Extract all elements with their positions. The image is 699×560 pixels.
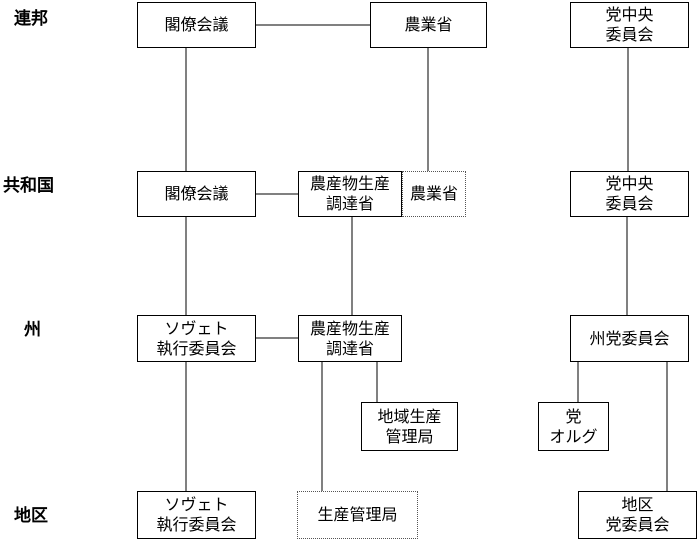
box-line: 党中央 — [605, 174, 654, 193]
district-production-management-bureau-box: 生産管理局 — [297, 491, 418, 539]
federal-party-central-committee-box: 党中央 委員会 — [570, 2, 689, 48]
federal-ministry-of-agriculture-box: 農業省 — [370, 2, 487, 48]
level-label-oblast: 州 — [24, 320, 41, 340]
box-line: 農業省 — [404, 15, 453, 34]
box-line: 調達省 — [325, 338, 374, 358]
box-line: 農産物生産 — [309, 174, 390, 193]
box-line: 執行委員会 — [156, 515, 237, 534]
box-line: 地域生産 — [377, 406, 442, 426]
republic-council-of-ministers-box: 閣僚会議 — [137, 171, 256, 217]
box-line: 調達省 — [325, 194, 374, 213]
party-organizer-box: 党 オルグ — [538, 402, 609, 451]
box-line: 地区 — [621, 495, 654, 514]
box-line: 生産管理局 — [317, 505, 398, 524]
box-line: 管理局 — [385, 426, 434, 446]
box-line: 農業省 — [409, 184, 458, 203]
box-line: 党委員会 — [605, 515, 670, 534]
level-label-republic: 共和国 — [3, 176, 54, 196]
box-line: ソヴェト — [164, 318, 229, 338]
district-soviet-executive-committee-box: ソヴェト 執行委員会 — [137, 491, 256, 539]
federal-council-of-ministers-box: 閣僚会議 — [137, 2, 256, 48]
box-line: 党 — [565, 406, 582, 426]
district-party-committee-box: 地区 党委員会 — [578, 491, 697, 539]
box-line: 州党委員会 — [589, 328, 670, 348]
box-line: 執行委員会 — [156, 338, 237, 358]
oblast-party-committee-box: 州党委員会 — [570, 315, 689, 362]
oblast-procurement-ministry-box: 農産物生産 調達省 — [298, 315, 402, 362]
level-label-federal: 連邦 — [14, 9, 48, 29]
regional-production-management-bureau-box: 地域生産 管理局 — [361, 402, 458, 451]
oblast-soviet-executive-committee-box: ソヴェト 執行委員会 — [137, 315, 256, 362]
box-line: 委員会 — [605, 25, 654, 44]
republic-procurement-ministry-box: 農産物生産 調達省 — [298, 171, 402, 217]
box-line: ソヴェト — [164, 495, 229, 514]
republic-ministry-of-agriculture-box: 農業省 — [402, 171, 466, 217]
box-line: オルグ — [549, 426, 598, 446]
level-label-district: 地区 — [14, 506, 48, 526]
box-line: 委員会 — [605, 194, 654, 213]
republic-party-central-committee-box: 党中央 委員会 — [570, 171, 689, 217]
box-line: 閣僚会議 — [164, 184, 229, 203]
box-line: 農産物生産 — [309, 318, 390, 338]
box-line: 閣僚会議 — [164, 15, 229, 34]
box-line: 党中央 — [605, 5, 654, 24]
